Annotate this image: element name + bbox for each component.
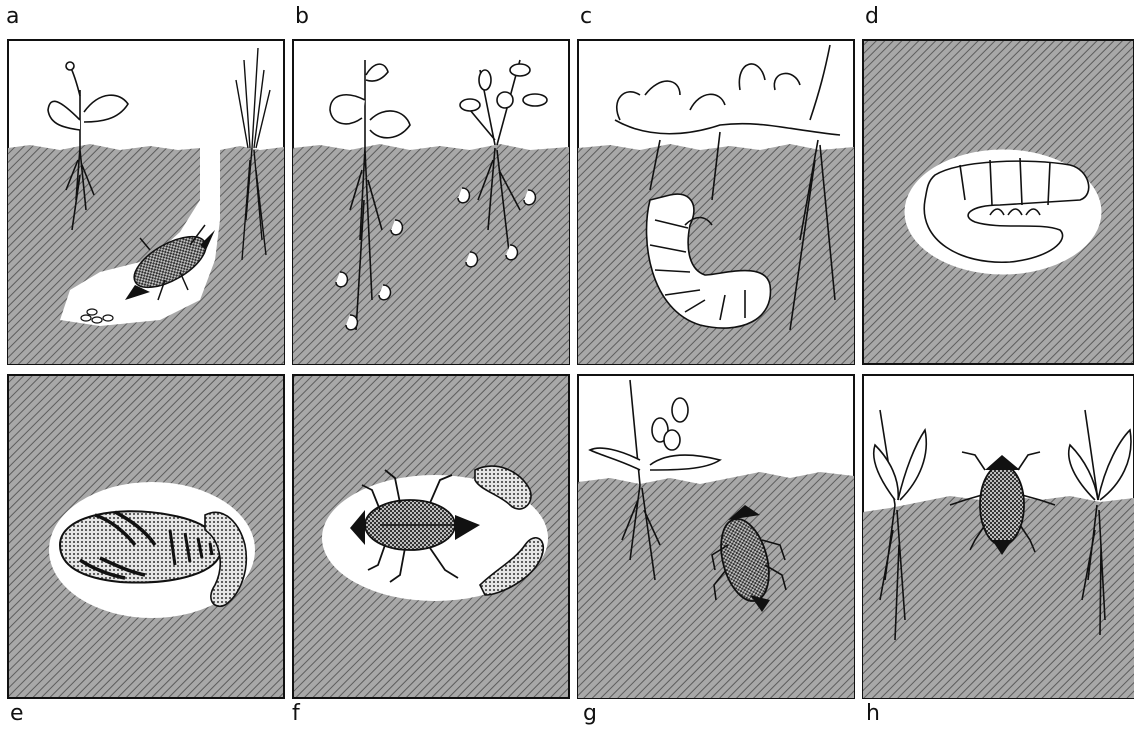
panel-d [863, 40, 1134, 364]
panel-e [8, 375, 284, 698]
soil-g [578, 472, 854, 698]
panel-f [293, 375, 569, 698]
pupa-e [60, 511, 221, 582]
panel-b [293, 40, 569, 364]
panel-h [863, 375, 1134, 698]
soil-b [293, 144, 569, 364]
panel-a [8, 40, 284, 364]
panel-c [578, 40, 854, 364]
panel-g [578, 375, 854, 698]
